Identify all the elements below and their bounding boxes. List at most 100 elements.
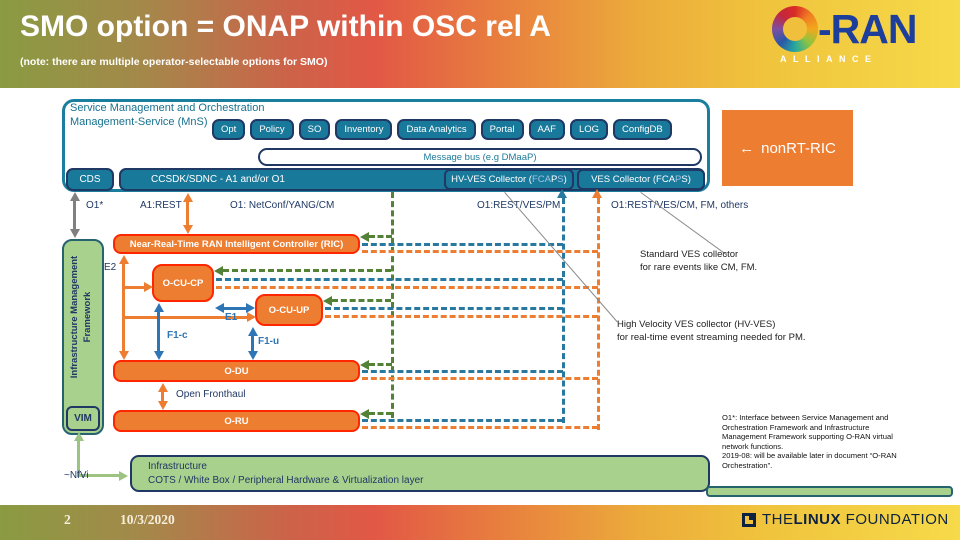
teal-line-cu-cp (216, 278, 563, 281)
smo-title: Service Management and Orchestration Man… (70, 102, 264, 129)
e1-arrow (215, 303, 224, 313)
nfvi-arrow (74, 432, 84, 441)
alliance-logo-text: ALLIANCE (780, 54, 878, 64)
smo-component-aaf: AAF (528, 119, 565, 140)
o1-rest-pm-label: O1:REST/VES/PM (477, 200, 561, 211)
page-number: 2 (64, 512, 71, 527)
orange-line-cu-up (325, 315, 598, 318)
nfvi-label: ~NfVi (64, 470, 89, 481)
green-line-du (369, 363, 392, 366)
smo-title-line1: Service Management and Orchestration (70, 102, 265, 114)
slide-subtitle-note: (note: there are multiple operator-selec… (20, 56, 328, 68)
smo-component-configdb: ConfigDB (613, 119, 672, 140)
hv-ves-s: S (557, 174, 564, 185)
smo-title-line2: Management-Service (MnS) (70, 115, 208, 128)
open-fronthaul-arrow (158, 383, 168, 392)
hv-ves-label: HV-VES Collector ( (451, 174, 532, 185)
o-cu-up-box: O-CU-UP (255, 294, 323, 326)
green-line-ru (369, 412, 392, 415)
infrastructure-line2: COTS / White Box / Peripheral Hardware &… (148, 475, 424, 486)
open-fronthaul-arrow-line (161, 392, 164, 401)
standard-ves-note: Standard VES collector for rare events l… (640, 249, 758, 273)
infrastructure-bar-extension (706, 486, 953, 497)
smo-component-so: SO (298, 119, 331, 140)
f1-u-label: F1-u (258, 336, 280, 347)
smo-component-opt: Opt (212, 119, 246, 140)
cds-box: CDS (66, 168, 114, 191)
ves-label: VES Collector ( (591, 174, 657, 185)
o1-netconf-label: O1: NetConf/YANG/CM (230, 200, 335, 211)
green-line-cu-up (332, 299, 391, 302)
teal-line-ru (362, 419, 563, 422)
slide-date: 10/3/2020 (120, 512, 175, 527)
near-rt-ric-box: Near-Real-Time RAN Intelligent Controlle… (113, 234, 360, 254)
ves-fca: FCA (656, 174, 676, 185)
sidebar-label-line2: Framework (82, 291, 93, 343)
e1-arrow-line (224, 307, 246, 310)
ves-p: P (675, 174, 682, 185)
e2-arrow-head (119, 351, 129, 360)
green-arrow-ric (360, 232, 369, 242)
hv-ves-dashed-vertical (562, 198, 565, 423)
f1-c-arrow (154, 303, 164, 312)
oran-swirl-o-icon (772, 6, 818, 52)
e1-label: E1 (225, 312, 238, 323)
a1-arrow (183, 193, 193, 202)
smo-component-policy: Policy (250, 119, 294, 140)
green-arrow-cu-up (323, 296, 332, 306)
oran-alliance-logo: -RAN ALLIANCE (772, 6, 917, 64)
hv-ves-close: ) (563, 174, 567, 185)
nfvi-arrow-vline (77, 441, 80, 477)
teal-line-cu-up (325, 307, 563, 310)
linux-foundation-text: THELINUX FOUNDATION (762, 511, 949, 528)
a1-arrow-head (183, 225, 193, 234)
e2-arrow (119, 255, 129, 264)
teal-line-du (362, 370, 563, 373)
o1-footnote: O1*: Interface between Service Managemen… (722, 413, 897, 470)
e2-branch-cp-head (144, 282, 153, 292)
nfvi-arrow-head (119, 471, 128, 481)
e2-arrow-line (122, 264, 125, 351)
orange-line-cu-cp (216, 286, 598, 289)
ves-close: ) (687, 174, 691, 185)
orange-line-ru (362, 426, 598, 429)
e2-label: E2 (104, 262, 117, 273)
ves-dashed-vertical (597, 198, 600, 430)
lf-foundation: FOUNDATION (845, 511, 949, 528)
left-arrow-icon: ← (739, 139, 755, 157)
f1-c-label: F1-c (167, 330, 188, 341)
orange-line-ric (362, 250, 598, 253)
smo-component-inventory: Inventory (335, 119, 393, 140)
f1-c-arrow-head (154, 351, 164, 360)
vim-box: VIM (66, 406, 100, 431)
ves-s: S (681, 174, 688, 185)
oran-logo-text: -RAN (818, 6, 917, 52)
a1-arrow-line (186, 202, 189, 225)
lf-linux: LINUX (793, 511, 841, 528)
open-fronthaul-arrow-head (158, 401, 168, 410)
footer-band: 2 10/3/2020 (0, 505, 960, 540)
hv-ves-p: P (550, 174, 558, 185)
linux-foundation-logo: THELINUX FOUNDATION (742, 511, 949, 528)
smo-component-log: LOG (569, 119, 609, 140)
e2-branch-up-line (122, 316, 247, 319)
o1-rest-cm-label: O1:REST/VES/CM, FM, others (611, 200, 749, 211)
lf-the: THE (762, 511, 794, 528)
o-cu-cp-box: O-CU-CP (152, 264, 214, 302)
o-ru-box: O-RU (113, 410, 360, 432)
a1-rest-label: A1:REST (140, 200, 182, 211)
slide-title: SMO option = ONAP within OSC rel A (20, 10, 551, 43)
green-arrow-du (360, 360, 369, 370)
orange-line-du (362, 377, 598, 380)
sidebar-label-line1: Infrastructure Management (69, 255, 80, 379)
netconf-dashed-vertical (391, 192, 394, 418)
infrastructure-bar: Infrastructure COTS / White Box / Periph… (130, 455, 710, 492)
infrastructure-line1: Infrastructure (148, 461, 207, 472)
ves-up-arrow (592, 189, 602, 198)
infrastructure-management-framework-label: Infrastructure Management Framework (68, 229, 98, 405)
f1-u-arrow (248, 327, 258, 336)
green-arrow-cu-cp (214, 266, 223, 276)
